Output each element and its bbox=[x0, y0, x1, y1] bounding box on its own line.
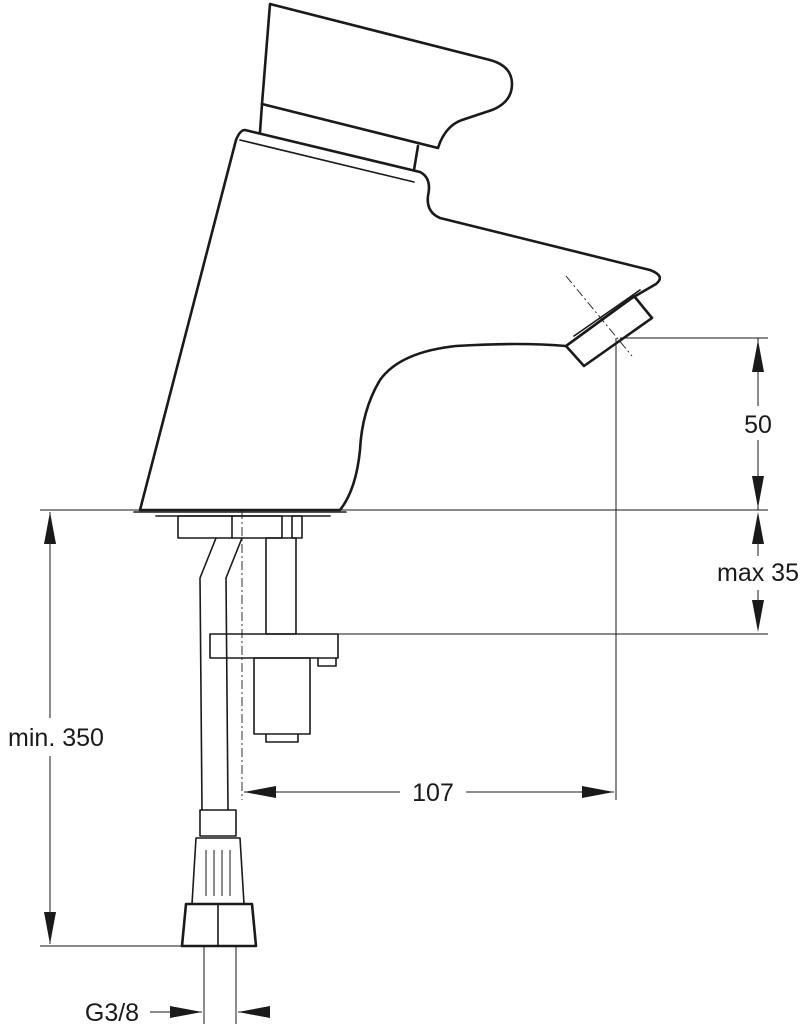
dimension-supply-length: min. 350 bbox=[8, 724, 104, 752]
aerator bbox=[564, 294, 654, 368]
dimension-labels: 50 max 35 min. 350 107 G3/8 bbox=[8, 411, 799, 1024]
threaded-rod bbox=[265, 537, 297, 635]
supply-hose bbox=[199, 537, 243, 811]
centre-lines bbox=[241, 275, 633, 800]
dimension-outlet-height: 50 bbox=[744, 411, 772, 439]
push-handle bbox=[260, 2, 514, 150]
hose-ferrule bbox=[191, 837, 245, 905]
dimension-spout-reach: 107 bbox=[412, 779, 454, 807]
dimension-lines bbox=[40, 337, 768, 1018]
spout-inner-edge bbox=[239, 139, 415, 183]
spout-body bbox=[138, 128, 662, 512]
faucet-body bbox=[133, 2, 662, 517]
hose-sleeve bbox=[199, 809, 237, 837]
supply-pipe bbox=[203, 946, 237, 1024]
dimension-thread-size: G3/8 bbox=[85, 999, 139, 1024]
clamp-plate bbox=[209, 633, 339, 659]
handle-collar bbox=[258, 102, 420, 172]
dimension-deck-thickness: max 35 bbox=[717, 559, 799, 587]
aerator-ring bbox=[573, 289, 641, 337]
fixing-bolt bbox=[253, 657, 311, 735]
hex-nut bbox=[180, 902, 258, 948]
mounting-nut bbox=[177, 515, 283, 539]
underdeck-assembly bbox=[177, 515, 339, 1024]
